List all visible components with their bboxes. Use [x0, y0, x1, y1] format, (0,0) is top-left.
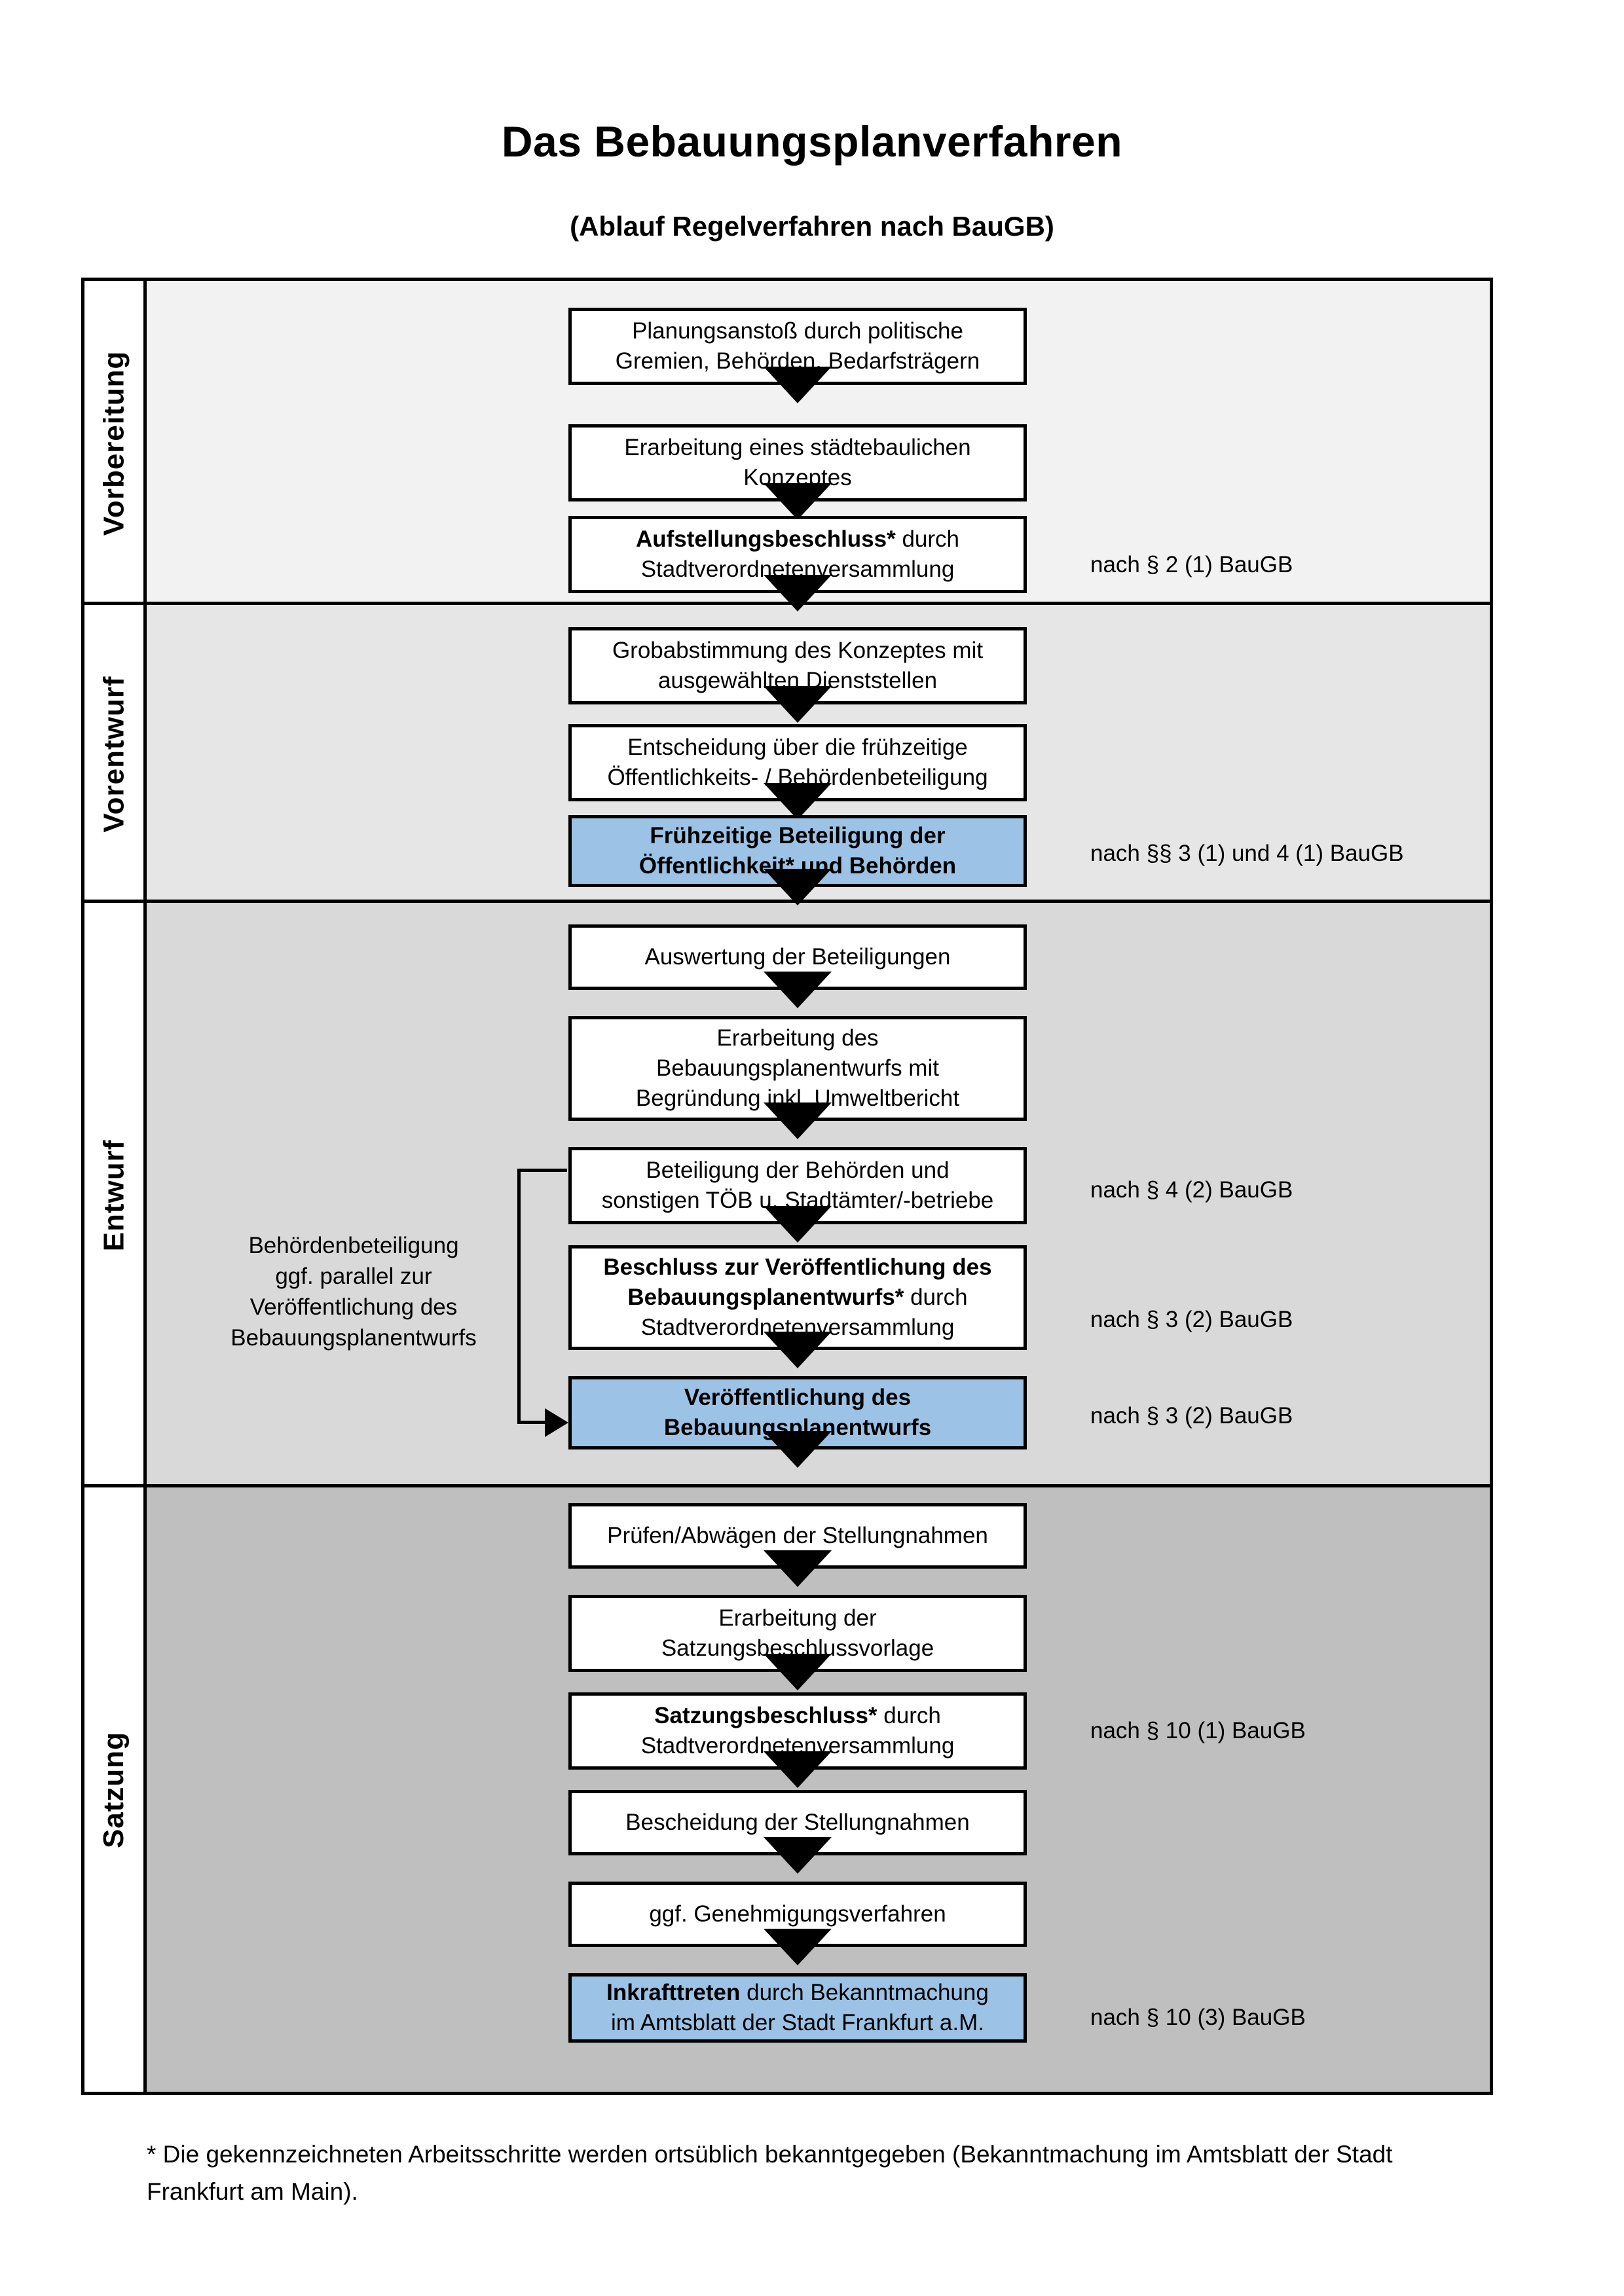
process-node-line: Inkrafttreten durch Bekanntmachung [606, 1979, 989, 2005]
legal-reference-ref-par10-1: nach § 10 (1) BauGB [1090, 1718, 1306, 1743]
phase-label-text: Entwurf [98, 1139, 130, 1251]
legal-reference-ref-par3-1-4-1: nach §§ 3 (1) und 4 (1) BauGB [1090, 841, 1404, 866]
process-node-line: Aufstellungsbeschluss* durch [635, 526, 960, 552]
page-subtitle: (Ablauf Regelverfahren nach BauGB) [570, 211, 1054, 242]
legal-reference-ref-par10-3: nach § 10 (3) BauGB [1090, 2005, 1306, 2030]
emphasis-text: Satzungsbeschluss* [654, 1702, 877, 1728]
emphasis-text: Bebauungsplanentwurfs* [627, 1284, 904, 1310]
flow-arrow-down-icon [764, 1431, 832, 1468]
emphasis-text: Veröffentlichung des [684, 1384, 912, 1410]
phase-label-text: Vorbereitung [98, 350, 130, 536]
process-node-line: Erarbeitung der [718, 1605, 877, 1631]
phase-gutter-divider [143, 278, 147, 2095]
flow-arrow-down-icon [764, 1751, 832, 1788]
footnote: * Die gekennzeichneten Arbeitsschritte w… [147, 2136, 1509, 2211]
side-note-line: Bebauungsplanentwurfs [231, 1324, 477, 1351]
phase-label-entwurf: Entwurf [84, 903, 143, 1487]
process-node-line: Veröffentlichung des [684, 1383, 911, 1413]
flow-arrow-down-icon [764, 869, 832, 905]
process-node-line: Prüfen/Abwägen der Stellungnahmen [607, 1522, 988, 1548]
parallel-loop-bottom-segment [517, 1421, 547, 1424]
phase-label-text: Satzung [98, 1731, 130, 1848]
process-node-line: Frühzeitige Beteiligung der [650, 821, 945, 851]
process-node-line: ggf. Genehmigungsverfahren [649, 1901, 946, 1927]
flow-arrow-down-icon [764, 686, 832, 723]
page-title: Das Bebauungsplanverfahren [501, 117, 1123, 166]
process-node-line: Beteiligung der Behörden und [646, 1157, 950, 1183]
emphasis-text: Beschluss zur Veröffentlichung des [603, 1254, 992, 1280]
flow-arrow-down-icon [764, 1929, 832, 1965]
flow-arrow-down-icon [764, 1837, 832, 1874]
process-node-line: Satzungsbeschluss* durch [654, 1702, 941, 1728]
side-note-line: Behördenbeteiligung [248, 1233, 459, 1258]
emphasis-text: Frühzeitige Beteiligung der [650, 822, 946, 848]
flow-arrow-down-icon [764, 483, 832, 520]
phase-label-text: Vorentwurf [98, 676, 130, 832]
flow-arrow-down-icon [764, 972, 832, 1008]
process-node-line: Grobabstimmung des Konzeptes mit [612, 637, 984, 663]
process-node-line: Erarbeitung eines städtebaulichen [624, 434, 971, 460]
process-node-line: Bescheidung der Stellungnahmen [625, 1809, 970, 1835]
process-node-inkrafttreten[interactable]: Inkrafttreten durch Bekanntmachung im Amt… [568, 1973, 1027, 2043]
legal-reference-ref-par3-2-b: nach § 3 (2) BauGB [1090, 1403, 1293, 1429]
footnote-line: Frankfurt am Main). [147, 2178, 358, 2206]
process-node-line: im Amtsblatt der Stadt Frankfurt a.M. [611, 2010, 984, 2035]
footnote-line: * Die gekennzeichneten Arbeitsschritte w… [147, 2141, 1393, 2168]
side-note-line: ggf. parallel zur [275, 1263, 432, 1289]
flow-arrow-down-icon [764, 367, 832, 403]
process-node-line: Entscheidung über die frühzeitige [627, 734, 968, 760]
flow-arrow-down-icon [764, 1102, 832, 1139]
process-node-line: Erarbeitung des [716, 1025, 879, 1051]
flow-arrow-down-icon [764, 1550, 832, 1587]
phase-divider [84, 1484, 1490, 1487]
process-node-line: Beschluss zur Veröffentlichung des [603, 1252, 991, 1283]
flow-arrow-down-icon [764, 1206, 832, 1243]
parallel-loop-left-segment [517, 1169, 521, 1421]
phase-label-vorbereitung: Vorbereitung [84, 281, 143, 605]
parallel-loop-arrow-right-icon [545, 1408, 568, 1437]
legal-reference-ref-par4-2: nach § 4 (2) BauGB [1090, 1177, 1293, 1203]
process-node-line: Auswertung der Beteiligungen [644, 943, 951, 970]
flow-arrow-down-icon [764, 1332, 832, 1368]
legal-reference-ref-par3-2-a: nach § 3 (2) BauGB [1090, 1307, 1293, 1332]
flow-arrow-down-icon [764, 783, 832, 820]
process-node-line: Bebauungsplanentwurfs mit [656, 1055, 939, 1081]
emphasis-text: Aufstellungsbeschluss* [635, 526, 896, 552]
parallel-loop-top-segment [517, 1169, 567, 1172]
emphasis-text: Inkrafttreten [606, 1979, 741, 2005]
legal-reference-ref-par2-1: nach § 2 (1) BauGB [1090, 552, 1293, 577]
flow-arrow-down-icon [764, 1654, 832, 1690]
process-node-line: Planungsanstoß durch politische [632, 318, 963, 344]
flow-arrow-down-icon [764, 575, 832, 611]
side-note-line: Veröffentlichung des [249, 1294, 458, 1320]
phase-label-vorentwurf: Vorentwurf [84, 605, 143, 903]
phase-label-satzung: Satzung [84, 1487, 143, 2092]
process-node-line: Bebauungsplanentwurfs* durch [627, 1284, 968, 1310]
